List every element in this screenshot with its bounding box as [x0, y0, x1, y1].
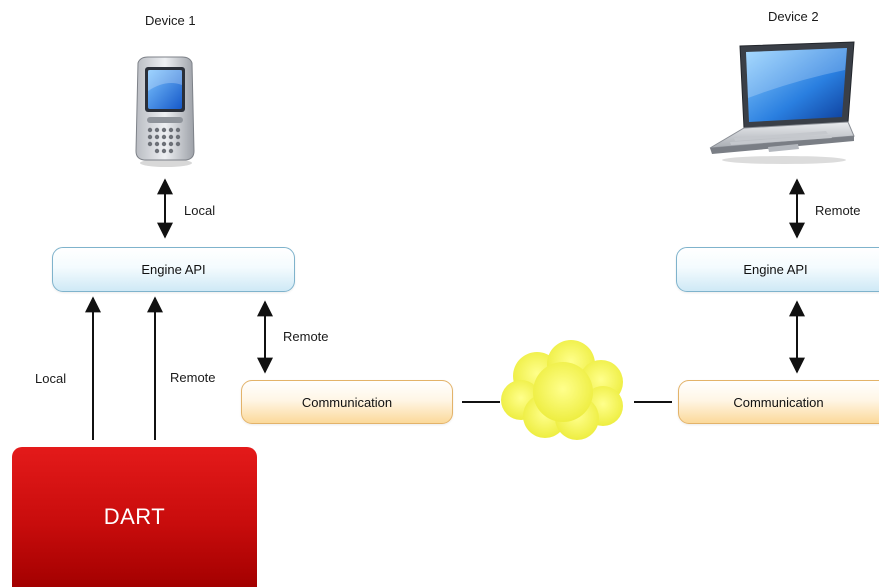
- device2-title: Device 2: [768, 9, 819, 24]
- device1-local-label: Local: [184, 203, 216, 218]
- right-engine-api-label: Engine API: [743, 262, 808, 277]
- dart-block: DART: [12, 447, 257, 587]
- left-engine-api-label: Engine API: [141, 262, 206, 277]
- left-engine-remote-label: Remote: [283, 329, 329, 344]
- device1-title: Device 1: [145, 13, 196, 28]
- dart-remote-label: Remote: [170, 370, 216, 385]
- left-communication-box: Communication: [241, 380, 453, 424]
- right-communication-label: Communication: [733, 394, 824, 410]
- right-engine-api-box: Engine API: [676, 247, 879, 292]
- smartphone-icon: [135, 56, 195, 167]
- laptop-icon: [709, 41, 855, 164]
- left-engine-api-box: Engine API: [52, 247, 295, 292]
- right-communication-box: Communication: [678, 380, 879, 424]
- dart-local-label: Local: [35, 371, 67, 386]
- left-communication-label: Communication: [301, 394, 393, 410]
- device2-remote-label: Remote: [815, 203, 861, 218]
- cloud-icon: [501, 340, 623, 440]
- dart-label: DART: [103, 504, 166, 529]
